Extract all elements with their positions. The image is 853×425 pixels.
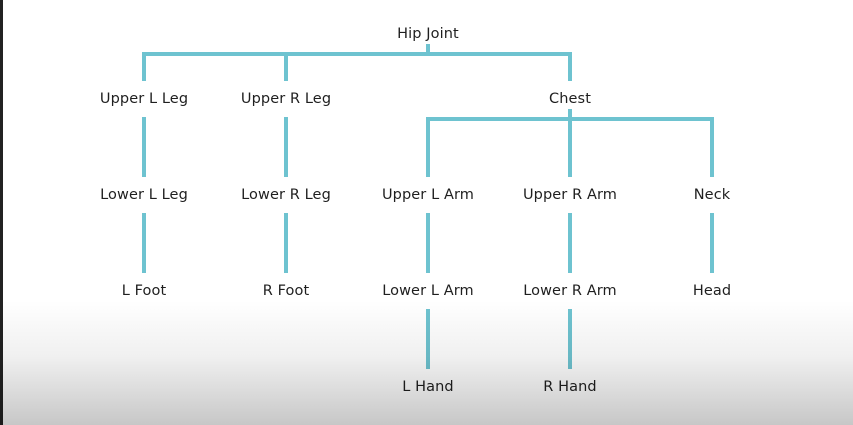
node-hip-joint: Hip Joint [397, 26, 459, 42]
node-upper-r-leg: Upper R Leg [240, 91, 332, 107]
node-upper-l-leg: Upper L Leg [99, 91, 189, 107]
node-head: Head [692, 283, 732, 299]
node-l-foot: L Foot [121, 283, 167, 299]
node-upper-r-arm: Upper R Arm [522, 187, 618, 203]
node-r-hand: R Hand [543, 379, 597, 395]
node-lower-r-leg: Lower R Leg [241, 187, 331, 203]
node-chest: Chest [549, 91, 591, 107]
window-frame-edge [0, 0, 3, 425]
node-lower-r-arm: Lower R Arm [523, 283, 617, 299]
node-upper-l-arm: Upper L Arm [381, 187, 475, 203]
node-l-hand: L Hand [402, 379, 454, 395]
node-lower-l-arm: Lower L Arm [382, 283, 474, 299]
node-neck: Neck [693, 187, 731, 203]
node-r-foot: R Foot [262, 283, 310, 299]
node-lower-l-leg: Lower L Leg [100, 187, 188, 203]
